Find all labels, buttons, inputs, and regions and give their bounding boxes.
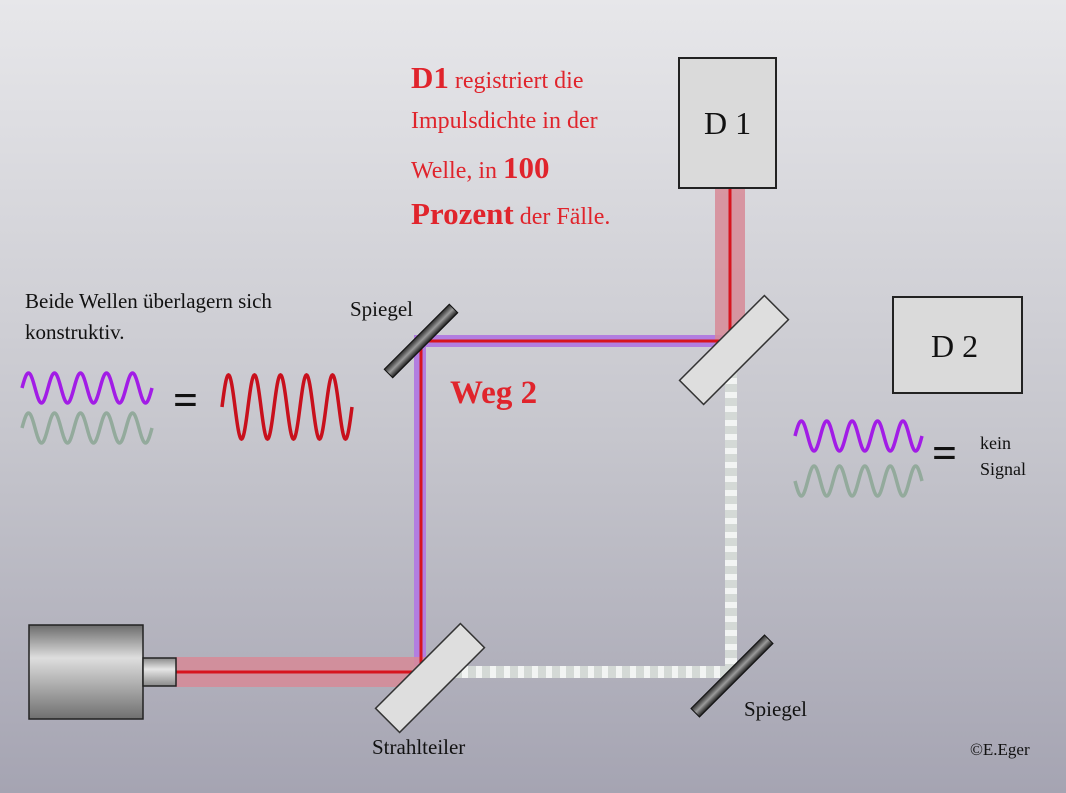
mirror-bottom-label: Spiegel bbox=[744, 697, 807, 721]
detector-d2-box bbox=[892, 296, 1023, 394]
d1-highlight: D1 bbox=[411, 60, 449, 95]
no-signal-line-2: Signal bbox=[980, 459, 1027, 479]
no-signal-line-1: kein bbox=[980, 433, 1011, 453]
wave-grey-destructive bbox=[793, 464, 924, 498]
copyright-label: ©E.Eger bbox=[970, 740, 1030, 759]
laser-body bbox=[28, 624, 144, 720]
detector-d1-box bbox=[678, 57, 777, 189]
description-line-4-rest: der Fälle. bbox=[513, 204, 611, 230]
constructive-text-line-2: konstruktiv. bbox=[25, 320, 125, 344]
beamsplitter-bottom bbox=[374, 622, 486, 734]
description-line-1: D1 registriert die bbox=[411, 60, 584, 96]
constructive-text-line-1: Beide Wellen überlagern sich bbox=[25, 289, 272, 313]
path1-bottom-segment bbox=[448, 666, 732, 678]
equals-sign-destructive: = bbox=[932, 429, 958, 478]
path1-right-segment bbox=[725, 370, 737, 672]
beamsplitter-top bbox=[678, 294, 790, 406]
equals-sign-constructive: = bbox=[173, 376, 199, 425]
mirror-top-label: Spiegel bbox=[350, 297, 413, 321]
mirror-top-left bbox=[383, 303, 459, 379]
wave-purple-destructive bbox=[793, 419, 924, 453]
laser-red-lines bbox=[175, 188, 732, 674]
detector-d2-label: D 2 bbox=[931, 328, 979, 364]
description-line-2: Impulsdichte in der bbox=[411, 108, 598, 134]
description-line-3-pre: Welle, in bbox=[411, 158, 504, 184]
wave-grey-constructive bbox=[20, 411, 154, 445]
wave-red-sum bbox=[220, 373, 354, 441]
beamsplitter-label: Strahlteiler bbox=[372, 735, 466, 759]
laser-nozzle bbox=[142, 657, 177, 687]
description-line-3: Welle, in 100 bbox=[411, 150, 550, 186]
mirror-bottom-right bbox=[690, 634, 774, 718]
description-line-1-rest: registriert die bbox=[448, 68, 584, 94]
percent-number: 100 bbox=[503, 150, 550, 185]
prozent-highlight: Prozent bbox=[411, 196, 514, 231]
description-line-4: Prozent der Fälle. bbox=[411, 196, 610, 232]
path2-label: Weg 2 bbox=[450, 375, 538, 411]
wave-purple-constructive bbox=[20, 371, 154, 405]
detector-d1-label: D 1 bbox=[704, 105, 752, 141]
